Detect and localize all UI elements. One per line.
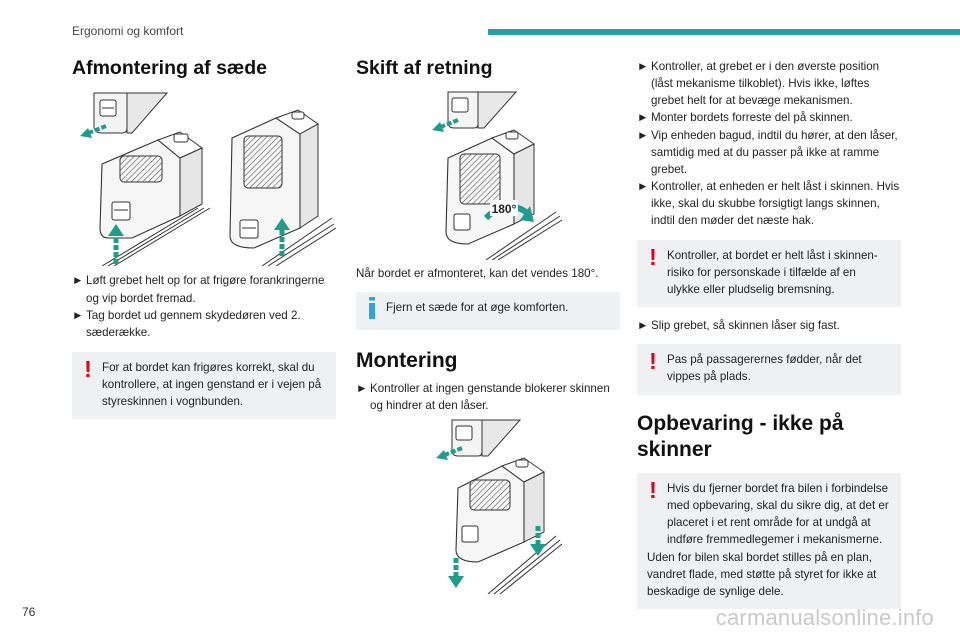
bullet-arrow-icon: ► [72,274,84,288]
warning-icon: ! [649,477,657,503]
warning-icon: ! [649,348,657,375]
bullet-item: ► Løft grebet helt op for at frigøre for… [72,272,336,306]
illustration-mounting [436,419,563,595]
rotation-label: 180° [492,202,517,216]
bullet-text: Vip enheden bagud, indtil du hører, at d… [651,128,898,176]
heading-opbevaring: Opbevaring - ikke på skinner [637,411,844,461]
bullet-arrow-icon: ► [72,308,84,322]
warning-icon: ! [84,356,92,383]
bullet-text: Kontroller, at enheden er helt låst i sk… [651,180,900,228]
bullet-arrow-icon: ► [637,180,649,194]
header-accent-bar [488,29,960,35]
illustration-rotation: 180° [432,91,563,261]
warning-note: ! Pas på passagerernes fødder, når det v… [637,344,901,395]
bullet-text: Slip grebet, så skinnen låser sig fast. [651,319,840,333]
bullet-item: ► Kontroller, at enheden er helt låst i … [637,178,901,229]
bullet-arrow-icon: ► [637,319,649,333]
page-number: 76 [22,605,36,619]
bullet-text: Kontroller at ingen genstande blokerer s… [370,381,610,413]
warning-note: ! Hvis du fjerner bordet fra bilen i for… [637,473,901,610]
warning-note: ! For at bordet kan frigøres korrekt, sk… [72,352,336,420]
bullet-arrow-icon: ► [637,111,649,125]
bullet-item: ► Kontroller, at grebet er i den øverste… [637,58,901,109]
bullet-text: Tag bordet ud gennem skydedøren ved 2. s… [86,308,301,339]
heading-montering: Montering [356,348,458,372]
bullet-arrow-icon: ► [356,381,368,395]
bullet-text: Monter bordets forreste del på skinnen. [651,111,853,125]
rotation-paragraph: Når bordet er afmonteret, kan det vendes… [356,267,599,281]
column-montering-fortsat: ► Kontroller, at grebet er i den øverste… [637,58,901,610]
column-retning: Skift af retning 180° Når bordet er afmo… [356,52,620,595]
bullet-arrow-icon: ► [637,60,649,73]
bullet-item: ► Kontroller at ingen genstande blokerer… [356,380,620,414]
column-afmontering: Afmontering af sæde [72,52,336,420]
heading-afmontering: Afmontering af sæde [72,57,268,79]
illustration-seat-removal [80,92,336,267]
heading-skift-af-retning: Skift af retning [356,57,493,79]
bullet-item: ► Tag bordet ud gennem skydedøren ved 2.… [72,307,336,341]
bullet-text: Løft grebet helt op for at frigøre foran… [86,274,325,305]
bullet-item: ► Monter bordets forreste del på skinnen… [637,109,901,126]
section-title: Ergonomi og komfort [72,24,184,38]
bullet-item: ► Slip grebet, så skinnen låser sig fast… [637,317,901,334]
bullet-item: ► Vip enheden bagud, indtil du hører, at… [637,127,901,178]
info-icon [366,296,378,320]
bullet-text: Kontroller, at grebet er i den øverste p… [651,60,880,108]
info-note: Fjern et sæde for at øge komforten. [356,291,620,330]
watermark: carmanualsonline.info [715,605,934,630]
warning-icon: ! [649,243,657,270]
bullet-arrow-icon: ► [637,128,649,142]
warning-note: ! Kontroller, at bordet er helt låst i s… [637,239,901,308]
